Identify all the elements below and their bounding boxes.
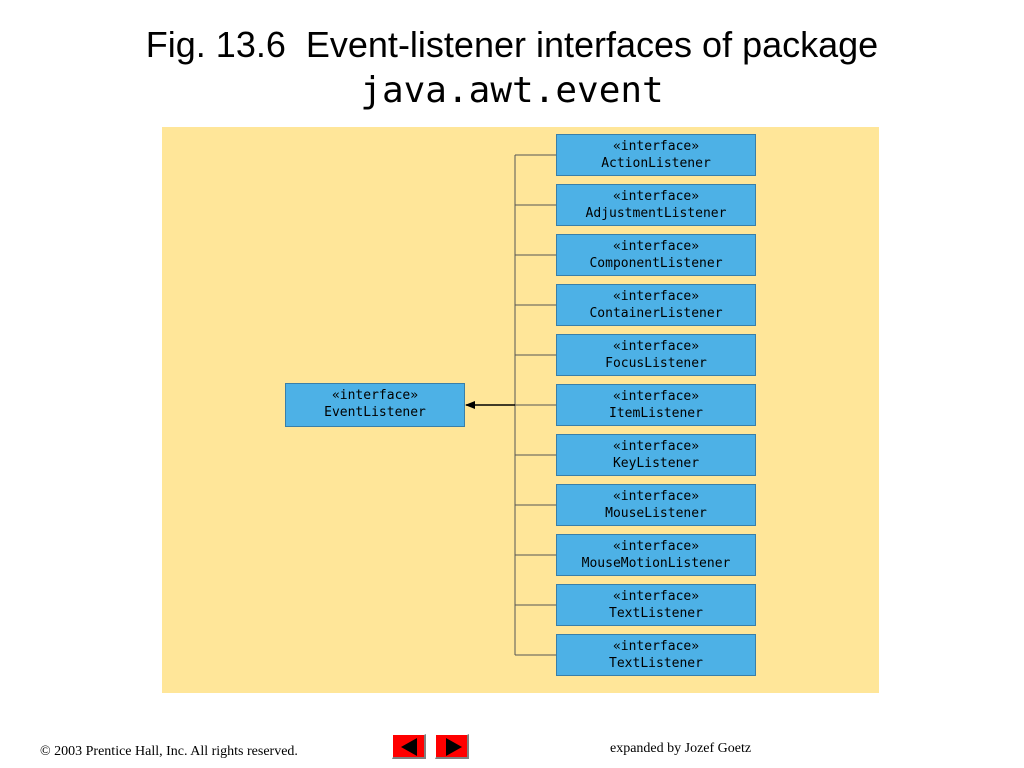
node-focus-listener: «interface» FocusListener xyxy=(556,334,756,376)
node-label: TextListener xyxy=(609,656,703,671)
node-stereotype: «interface» xyxy=(331,388,419,403)
node-stereotype: «interface» xyxy=(612,489,700,504)
node-event-listener: «interface» EventListener xyxy=(285,383,465,427)
right-triangle-icon xyxy=(446,738,462,756)
next-slide-button[interactable] xyxy=(435,734,469,759)
node-stereotype: «interface» xyxy=(612,589,700,604)
node-label: MouseListener xyxy=(605,506,707,521)
node-stereotype: «interface» xyxy=(612,289,700,304)
node-label: ItemListener xyxy=(609,406,703,421)
node-stereotype: «interface» xyxy=(612,189,700,204)
node-stereotype: «interface» xyxy=(612,389,700,404)
node-label: ComponentListener xyxy=(589,256,723,271)
node-mouse-motion-listener: «interface» MouseMotionListener xyxy=(556,534,756,576)
left-triangle-icon xyxy=(401,738,417,756)
node-label: MouseMotionListener xyxy=(581,556,731,571)
page-subtitle-package: java.awt.event xyxy=(360,70,664,111)
page-title: Fig. 13.6 Event-listener interfaces of p… xyxy=(145,24,879,65)
node-label: AdjustmentListener xyxy=(585,206,727,221)
node-adjustment-listener: «interface» AdjustmentListener xyxy=(556,184,756,226)
node-text-listener-2: «interface» TextListener xyxy=(556,634,756,676)
node-stereotype: «interface» xyxy=(612,639,700,654)
node-stereotype: «interface» xyxy=(612,339,700,354)
node-container-listener: «interface» ContainerListener xyxy=(556,284,756,326)
node-stereotype: «interface» xyxy=(612,539,700,554)
diagram-panel xyxy=(162,127,879,693)
node-label: EventListener xyxy=(324,405,426,420)
node-stereotype: «interface» xyxy=(612,239,700,254)
node-text-listener: «interface» TextListener xyxy=(556,584,756,626)
node-stereotype: «interface» xyxy=(612,439,700,454)
node-action-listener: «interface» ActionListener xyxy=(556,134,756,176)
node-stereotype: «interface» xyxy=(612,139,700,154)
node-label: KeyListener xyxy=(612,456,700,471)
node-label: TextListener xyxy=(609,606,703,621)
node-label: FocusListener xyxy=(605,356,707,371)
credit-text: expanded by Jozef Goetz xyxy=(610,741,752,756)
node-item-listener: «interface» ItemListener xyxy=(556,384,756,426)
node-label: ActionListener xyxy=(601,156,711,171)
node-label: ContainerListener xyxy=(589,306,723,321)
node-key-listener: «interface» KeyListener xyxy=(556,434,756,476)
node-component-listener: «interface» ComponentListener xyxy=(556,234,756,276)
node-mouse-listener: «interface» MouseListener xyxy=(556,484,756,526)
copyright-text: © 2003 Prentice Hall, Inc. All rights re… xyxy=(40,744,298,759)
prev-slide-button[interactable] xyxy=(392,734,426,759)
